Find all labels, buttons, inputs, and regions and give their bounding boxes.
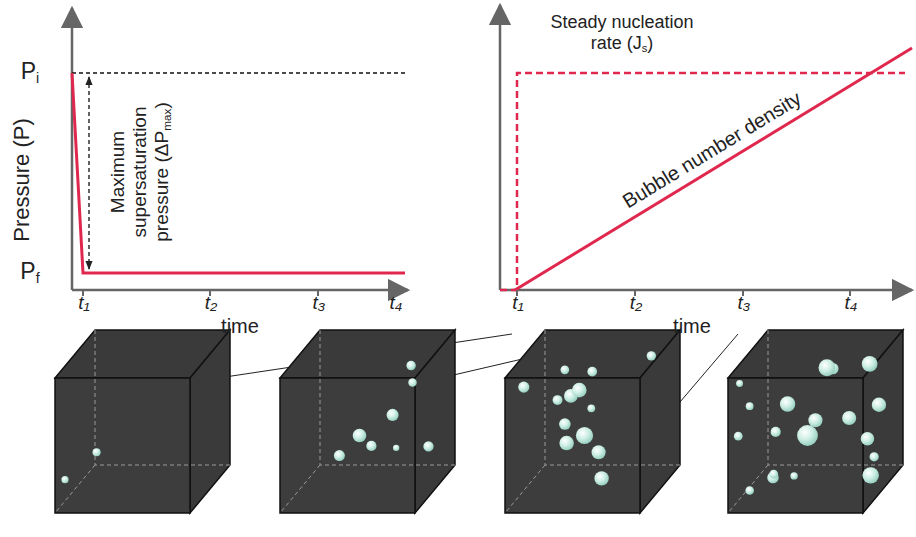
cube: [55, 330, 230, 513]
label: t₄: [390, 292, 403, 313]
y-axis: [71, 8, 74, 290]
cube: [728, 330, 903, 513]
text-line: t₂: [205, 292, 218, 314]
initial-pressure-line: [72, 72, 405, 74]
text-line: Pi: [21, 58, 40, 87]
annotation: Maximumsupersaturationpressure (ΔPmax): [107, 102, 174, 241]
tick-label: t₁: [512, 292, 523, 314]
text-line: t₁: [78, 292, 89, 314]
pressure-level: Pf: [20, 258, 39, 287]
label: t₂: [630, 292, 643, 313]
subscript: s: [642, 42, 648, 54]
tick-label: t₃: [313, 292, 326, 314]
nucleation-plot: [500, 5, 912, 296]
axis-title: time: [673, 315, 711, 338]
supersaturation-arrow: [88, 77, 89, 269]
text-line: time: [221, 315, 259, 338]
tick-label: t₂: [205, 292, 218, 314]
subscript: f: [36, 270, 40, 286]
label: rate (J: [591, 32, 642, 52]
label: t₄: [845, 292, 858, 313]
curve-label: Bubble number density: [619, 87, 806, 213]
label: t₃: [738, 292, 751, 313]
label: t₁: [78, 292, 89, 313]
text-line: rate (Js): [550, 32, 693, 54]
tick-label: t₁: [78, 292, 89, 314]
label: ): [150, 102, 171, 108]
pressure-level: Pi: [21, 58, 40, 87]
text-line: Pressure (P): [9, 118, 34, 241]
cube: [280, 330, 455, 513]
ticks: [517, 290, 850, 296]
label: time: [673, 315, 711, 337]
label: supersaturation: [128, 107, 149, 238]
pressure-plot: [72, 8, 408, 296]
text-line: t₄: [390, 292, 403, 314]
text-line: t₃: [313, 292, 326, 314]
text-line: t₃: [738, 292, 751, 314]
tick-label: t₄: [845, 292, 858, 314]
text-line: time: [673, 315, 711, 338]
tick-label: t₂: [630, 292, 643, 314]
axis-title: time: [221, 315, 259, 338]
text-line: t₄: [845, 292, 858, 314]
label: ): [647, 32, 653, 52]
bubble-density-curve: [515, 48, 912, 290]
text-line: t₁: [512, 292, 523, 314]
cubes: [55, 330, 903, 513]
pressure-curve: [72, 73, 405, 273]
cube: [505, 330, 680, 513]
label: t₃: [313, 292, 326, 313]
label: t₂: [205, 292, 218, 313]
text-line: Steady nucleation: [550, 12, 693, 33]
text-line: t₂: [630, 292, 643, 314]
ticks: [83, 290, 395, 296]
label: P: [21, 58, 36, 84]
y-axis: [499, 5, 502, 290]
label: Pressure (P): [9, 118, 34, 241]
text-line: Pf: [20, 258, 39, 287]
label: time: [221, 315, 259, 337]
tick-label: t₄: [390, 292, 403, 314]
label: Steady nucleation: [550, 12, 693, 32]
label: Maximum: [107, 131, 128, 213]
tick-label: t₃: [738, 292, 751, 314]
text-line: pressure (ΔPmax): [150, 102, 173, 241]
x-axis: [72, 289, 408, 292]
subscript: i: [36, 70, 39, 86]
label: Bubble number density: [619, 87, 805, 212]
axis-title: Pressure (P): [9, 118, 34, 241]
label: pressure (ΔP: [150, 131, 171, 242]
label: t₁: [512, 292, 523, 313]
label: P: [20, 258, 35, 284]
text-line: supersaturation: [128, 102, 150, 241]
subscript: max: [160, 109, 173, 131]
text-line: Maximum: [107, 102, 129, 241]
text-line: Bubble number density: [619, 87, 806, 213]
curve-label: Steady nucleationrate (Js): [550, 12, 693, 55]
nucleation-rate-curve: [500, 73, 905, 290]
